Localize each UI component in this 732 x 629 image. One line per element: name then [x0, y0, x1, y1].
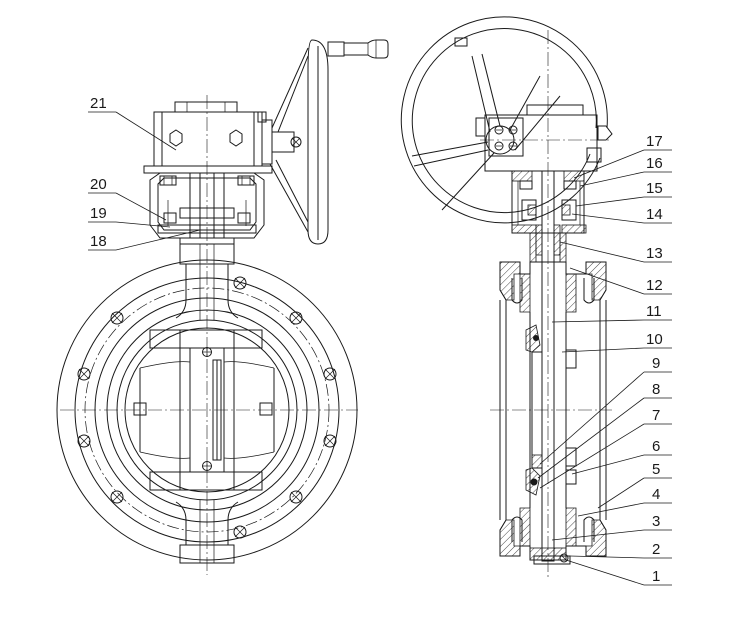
left-callout-leaders [88, 111, 201, 251]
handwheel-side [400, 16, 613, 224]
flange-circles [56, 259, 358, 561]
callout-4: 4 [652, 486, 660, 503]
callout-15: 15 [646, 180, 663, 197]
callout-14: 14 [646, 206, 663, 223]
flange-bolt-holes [77, 276, 337, 539]
left-callout-labels: 21 20 19 18 [90, 95, 107, 250]
callout-7: 7 [652, 407, 660, 424]
callout-5: 5 [652, 461, 660, 478]
callout-12: 12 [646, 277, 663, 294]
callout-3: 3 [652, 513, 660, 530]
right-callout-leaders [537, 149, 672, 586]
callout-20: 20 [90, 176, 107, 193]
gearbox-side [475, 104, 602, 172]
callout-13: 13 [646, 245, 663, 262]
callout-17: 17 [646, 133, 663, 150]
bracket-side [511, 170, 587, 234]
callout-10: 10 [646, 331, 663, 348]
mounting-bracket-front [149, 172, 265, 245]
callout-9: 9 [652, 355, 660, 372]
callout-1: 1 [652, 568, 660, 585]
callout-11: 11 [646, 303, 662, 320]
body-section [499, 232, 607, 565]
lower-neck [175, 500, 239, 564]
right-callout-labels: 17 16 15 14 13 12 11 10 9 8 7 6 5 4 3 2 … [646, 133, 663, 585]
callout-8: 8 [652, 381, 660, 398]
callout-16: 16 [646, 155, 663, 172]
callout-19: 19 [90, 205, 107, 222]
valve-disc-front [133, 329, 275, 491]
callout-18: 18 [90, 233, 107, 250]
handwheel-front [269, 39, 389, 245]
callout-21: 21 [90, 95, 107, 112]
callout-2: 2 [652, 541, 660, 558]
side-section-view: 17 16 15 14 13 12 11 10 9 8 7 6 5 4 3 2 … [400, 16, 672, 586]
front-view: 21 20 19 18 [56, 39, 389, 575]
callout-6: 6 [652, 438, 660, 455]
